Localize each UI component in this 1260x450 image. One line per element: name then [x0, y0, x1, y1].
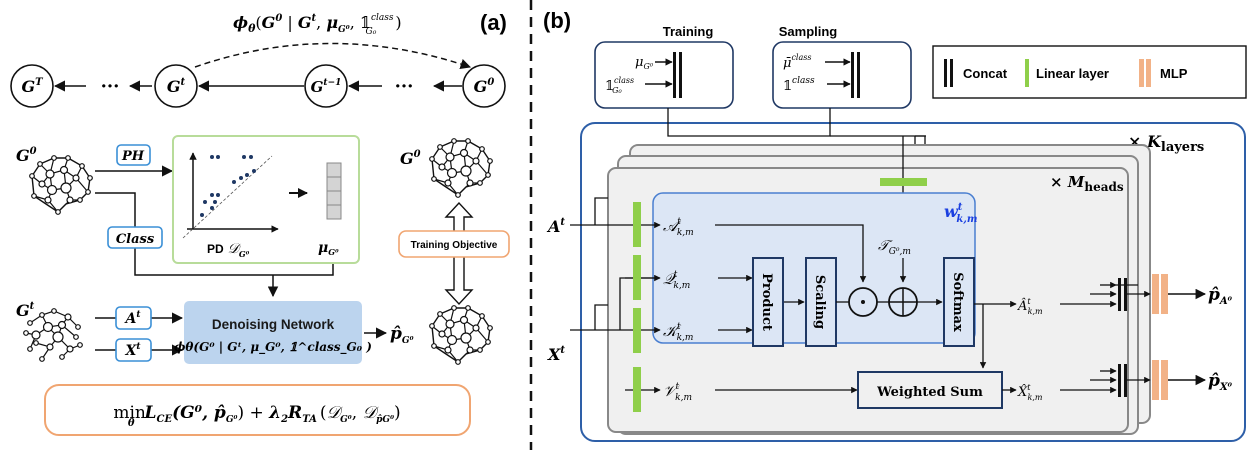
- node-Gt: [154, 64, 198, 108]
- sampling-input-indicator: 𝟙class: [783, 76, 815, 94]
- node-Gt-1-label: Gt−1: [311, 78, 342, 96]
- sampling-title: Sampling: [779, 24, 838, 39]
- node-GT-label: GT: [21, 77, 44, 96]
- pd-box: [172, 135, 360, 264]
- sampling-concat: [851, 52, 854, 98]
- input-graph-label: G0: [16, 146, 37, 165]
- product-block: [752, 257, 784, 347]
- legend-mlp-label: MLP: [1160, 66, 1188, 81]
- chain: GT Gt Gt−1 G0 ··· ···: [10, 64, 506, 108]
- legend: [932, 45, 1247, 99]
- node-Gt-1: [304, 64, 348, 108]
- weighted-sum-block: [857, 371, 1003, 409]
- ph-tag-label: PH: [121, 149, 145, 164]
- noisy-graph-icon: [23, 308, 83, 362]
- input-X: Xt: [547, 345, 565, 364]
- legend-mlp-swatch: [1139, 59, 1144, 87]
- training-concat: [673, 52, 676, 98]
- linear-K: [633, 308, 641, 353]
- legend-concat-label: Concat: [963, 66, 1008, 81]
- a-tag-label: At: [123, 310, 141, 327]
- training-objective-label: Training Objective: [411, 240, 498, 251]
- output-p-hat: p̂G⁰: [390, 324, 414, 346]
- ph-tag: [116, 144, 151, 166]
- linear-Q: [633, 255, 641, 300]
- mu-vector: [326, 162, 342, 220]
- training-input-mu: μG⁰: [635, 55, 654, 71]
- legend-linear-label: Linear layer: [1036, 66, 1109, 81]
- x-tag-label: Xt: [124, 342, 141, 359]
- linear-V: [633, 367, 641, 412]
- input-graph-icon: [29, 154, 94, 216]
- input-A: At: [546, 217, 565, 236]
- ellipsis-2: ···: [395, 76, 414, 97]
- class-tag: [107, 226, 163, 249]
- node-GT: [10, 64, 54, 108]
- denoising-network: [184, 301, 362, 364]
- scaling-block: [805, 257, 837, 347]
- training-box: [594, 41, 734, 109]
- sampling-input-mu: μ̄class: [783, 53, 811, 71]
- training-title: Training: [663, 24, 714, 39]
- pd-points: [200, 155, 256, 217]
- weighted-sum-label: Weighted Sum: [876, 385, 983, 400]
- final-output-A: p̂A⁰: [1208, 285, 1233, 307]
- sampling-box: [772, 41, 912, 109]
- class-tag-label: Class: [116, 232, 155, 247]
- final-output-X: p̂X⁰: [1208, 371, 1233, 393]
- panel-b-label: (b): [543, 8, 571, 33]
- concat-X: [1118, 364, 1121, 397]
- legend-linear-swatch: [1025, 59, 1029, 87]
- mu-label: μG⁰: [318, 240, 339, 257]
- node-Gt-label: Gt: [167, 77, 186, 96]
- linear-A: [633, 202, 641, 247]
- training-objective-box: [398, 230, 510, 258]
- denoising-network-formula: ϕθ(G⁰ | Gᵗ, μ_G⁰, 𝟙^class_G₀ ): [174, 340, 372, 355]
- ellipsis-1: ···: [101, 76, 120, 97]
- loss-box: [44, 384, 471, 436]
- denoising-network-title: Denoising Network: [212, 317, 335, 332]
- node-G0: [462, 64, 506, 108]
- target-graph-label: G0: [400, 149, 421, 168]
- concat-A: [1118, 278, 1121, 311]
- node-G0-label: G0: [474, 77, 495, 96]
- x-tag: [115, 338, 152, 362]
- a-tag: [115, 306, 152, 330]
- heads-label: × Mheads: [1050, 173, 1124, 194]
- legend-concat-swatch: [944, 59, 947, 87]
- noisy-graph-label: Gt: [16, 301, 35, 320]
- mlp-X: [1152, 360, 1159, 400]
- persistence-diagram: [182, 152, 279, 239]
- topo-linear-layer: [880, 178, 927, 186]
- panel-a-label: (a): [480, 10, 507, 35]
- output-graph-icon: [429, 305, 493, 365]
- scaling-label: Scaling: [812, 275, 827, 329]
- softmax-label: Softmax: [950, 272, 965, 332]
- target-graph-icon: [429, 137, 493, 199]
- mlp-A: [1152, 274, 1159, 314]
- softmax-block: [943, 257, 975, 347]
- product-label: Product: [759, 273, 774, 331]
- dashed-arrow: [194, 42, 471, 69]
